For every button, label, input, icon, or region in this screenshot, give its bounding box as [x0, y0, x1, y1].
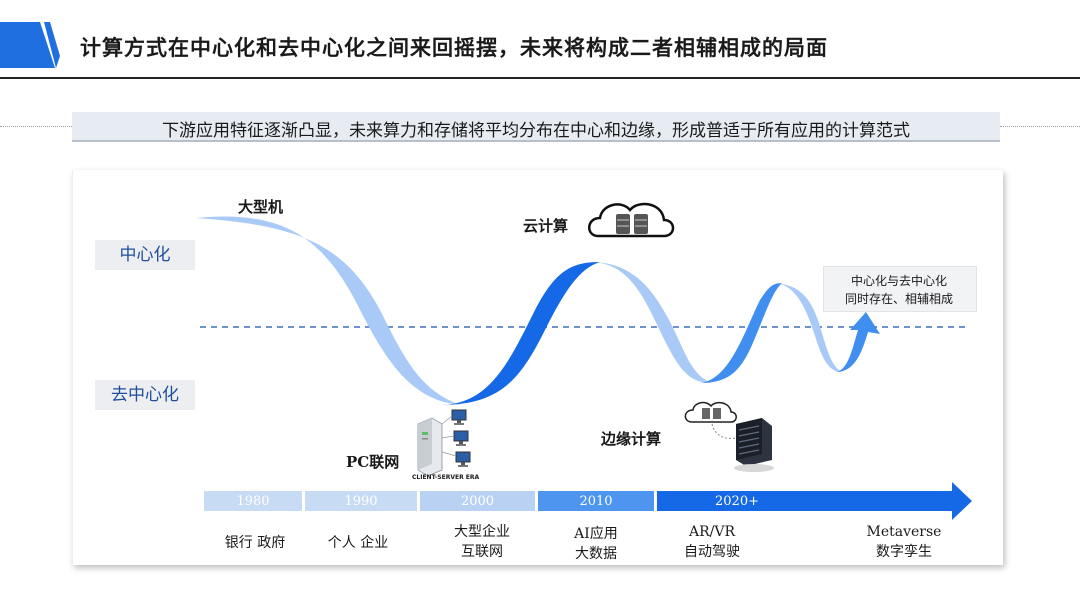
app-label-1990: 个人 企业 — [327, 535, 389, 551]
app-label-2020: AR/VR 自动驾驶 — [684, 524, 740, 560]
timeline-label-2020: 2020+ — [715, 494, 759, 509]
timeline-seg-1990 — [305, 491, 417, 511]
header-accent-shape — [0, 22, 60, 68]
future-note-line-1: 中心化与去中心化 — [850, 274, 947, 288]
page-title: 计算方式在中心化和去中心化之间来回摇摆，未来将构成二者相辅相成的局面 — [80, 35, 828, 60]
timeline-label-2010: 2010 — [579, 494, 613, 509]
app-label-2000: 大型企业 互联网 — [454, 524, 510, 560]
timeline-label-2000: 2000 — [460, 494, 495, 509]
desktop-computer-icon — [441, 409, 471, 467]
app-label-2010: AI应用 大数据 — [574, 526, 618, 562]
era-mainframe: 大型机 — [238, 198, 284, 216]
era-pc-network: PC联网 — [346, 453, 400, 471]
timeline-seg-2010 — [538, 491, 654, 511]
cloud-storage-icon — [588, 202, 675, 238]
edge-link-arrow — [711, 423, 737, 439]
subtitle-text: 下游应用特征逐渐凸显，未来算力和存储将平均分布在中心和边缘，形成普适于所有应用的… — [162, 121, 910, 141]
wave-band-edge-rise — [700, 283, 782, 383]
era-edge-computing: 边缘计算 — [601, 430, 662, 448]
client-server-caption: CLIENT-SERVER ERA — [412, 474, 480, 481]
timeline-seg-2020 — [657, 482, 972, 520]
server-tower-icon — [417, 417, 443, 477]
timeline-label-1980: 1980 — [236, 494, 270, 509]
future-note-line-2: 同时存在、相辅相成 — [844, 292, 953, 306]
era-cloud: 云计算 — [523, 217, 569, 235]
wave-band-final-rise — [836, 312, 880, 372]
edge-cloud-icon — [684, 401, 737, 423]
timeline-seg-1980 — [204, 491, 302, 511]
label-decentralized: 去中心化 — [95, 380, 195, 410]
wave-band-rise-to-cloud — [440, 262, 600, 405]
timeline-arrow — [204, 482, 972, 520]
app-label-1980: 银行 政府 — [224, 535, 286, 551]
subtitle-banner — [72, 112, 1000, 142]
app-label-future: Metaverse 数字孪生 — [866, 524, 942, 560]
dotted-line-right — [1000, 126, 1080, 127]
timeline-label-1990: 1990 — [344, 494, 378, 509]
wave-band-cloud-descent — [590, 262, 712, 383]
server-rack-icon — [734, 418, 774, 472]
timeline-seg-2000 — [420, 491, 535, 511]
wave-band-small-descent — [775, 283, 842, 372]
dotted-line-left — [0, 126, 72, 127]
title-divider — [0, 77, 1080, 79]
wave-band-mainframe — [196, 216, 460, 405]
future-note-box — [823, 266, 977, 312]
label-centralized: 中心化 — [95, 240, 195, 270]
